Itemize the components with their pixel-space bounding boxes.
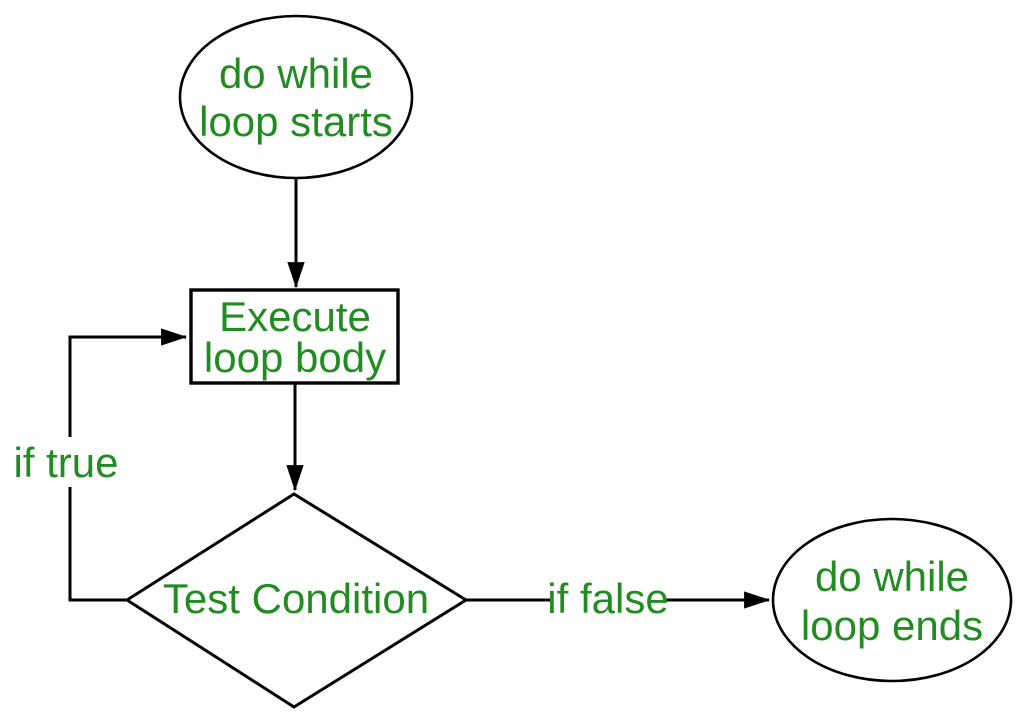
body-node-label-line2: loop body <box>204 334 386 381</box>
end-node-label-line2: loop ends <box>801 602 983 649</box>
body-node-rect <box>189 288 400 385</box>
edge-condition-to-body-lower <box>68 487 128 602</box>
condition-node-diamond <box>124 492 469 709</box>
end-node-ellipse <box>771 517 1013 683</box>
start-node-label-line1: do while <box>219 50 373 97</box>
edge-label-if-false: if false <box>547 575 668 622</box>
end-node-label-line1: do while <box>815 553 969 600</box>
start-node-label-line2: loop starts <box>199 98 393 145</box>
body-node-label-line1: Execute <box>219 293 371 340</box>
edge-condition-to-body-upper <box>68 328 188 437</box>
start-node-ellipse <box>178 14 414 180</box>
condition-node-label: Test Condition <box>163 575 429 622</box>
edge-label-if-true: if true <box>13 439 118 486</box>
